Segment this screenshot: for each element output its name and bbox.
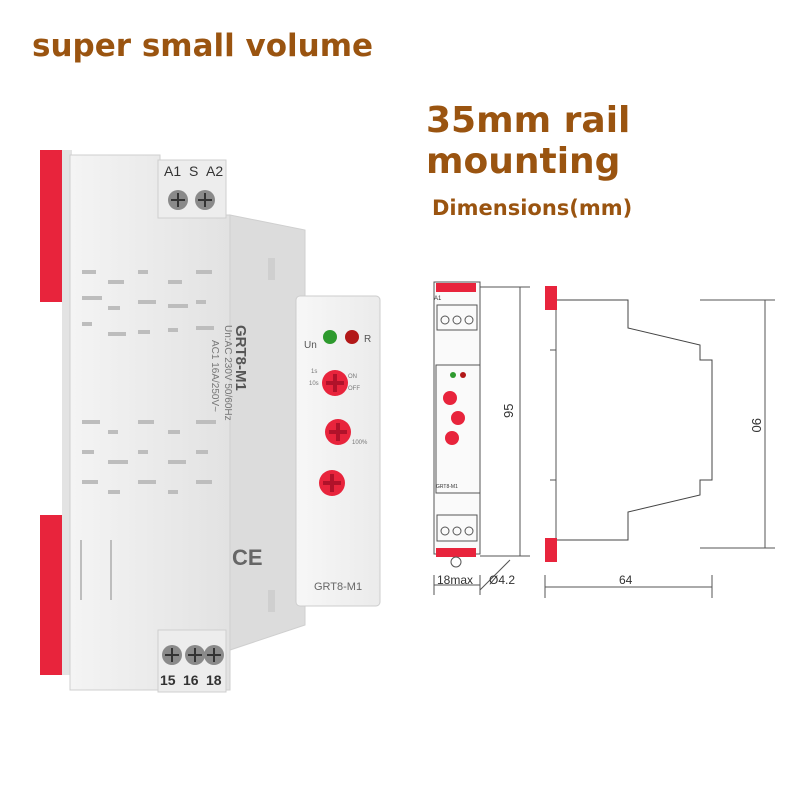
drawing-terminals-top: A1 [434, 296, 442, 302]
ce-mark: CE [232, 545, 263, 570]
relay-led [345, 330, 359, 344]
rail-clip-top [40, 150, 62, 302]
front-model-label: GRT8-M1 [314, 581, 362, 593]
title-dimensions: Dimensions(mm) [432, 196, 633, 220]
dim-height-front: 95 [501, 404, 516, 418]
relay-led-label: R [364, 334, 371, 345]
range-label-on: ON [348, 374, 357, 380]
power-led [323, 330, 337, 344]
bottom-screws [162, 645, 224, 665]
dim-hole: Ø4.2 [489, 573, 515, 587]
terminal-16-label: 16 [183, 672, 199, 688]
range-label-10s: 10s [309, 381, 319, 387]
front-bottom-clip [436, 548, 476, 557]
range-label-off: OFF [348, 386, 360, 392]
dim-width-front: 18max [437, 573, 473, 587]
function-diagrams [80, 270, 216, 600]
power-led-label: Un [304, 340, 317, 351]
title-mounting: 35mm rail mounting [426, 100, 631, 182]
time-setting-knob[interactable] [325, 419, 351, 445]
range-label-1s: 1s [311, 369, 317, 375]
side-top-clip [545, 286, 557, 310]
terminal-15-label: 15 [160, 672, 176, 688]
side-rating-1: Un:AC 230V 50/60Hz [222, 325, 233, 421]
side-bottom-clip [545, 538, 557, 562]
title-volume: super small volume [32, 28, 374, 64]
terminal-a1-label: A1 [164, 163, 181, 179]
side-model-label: GRT8-M1 [232, 325, 249, 391]
terminal-s-label: S [189, 163, 198, 179]
terminal-a2-label: A2 [206, 163, 223, 179]
percent-label-100: 100% [352, 440, 368, 446]
dimension-drawing [433, 281, 775, 598]
dim-depth: 64 [619, 573, 633, 587]
front-top-clip [436, 283, 476, 292]
function-select-knob[interactable] [319, 470, 345, 496]
drawing-model-label: GRT8-M1 [436, 484, 458, 490]
top-screws [168, 190, 215, 210]
side-rating-2: AC1 16A/250V~ [209, 340, 220, 412]
relay-device: A1 S A2 15 16 18 GRT8-M1 Un:AC 230V 50/6… [40, 150, 381, 693]
rail-clip-bottom [40, 515, 62, 675]
terminal-18-label: 18 [206, 672, 222, 688]
dim-height-side: 90 [749, 418, 764, 432]
time-range-knob[interactable] [322, 370, 348, 396]
